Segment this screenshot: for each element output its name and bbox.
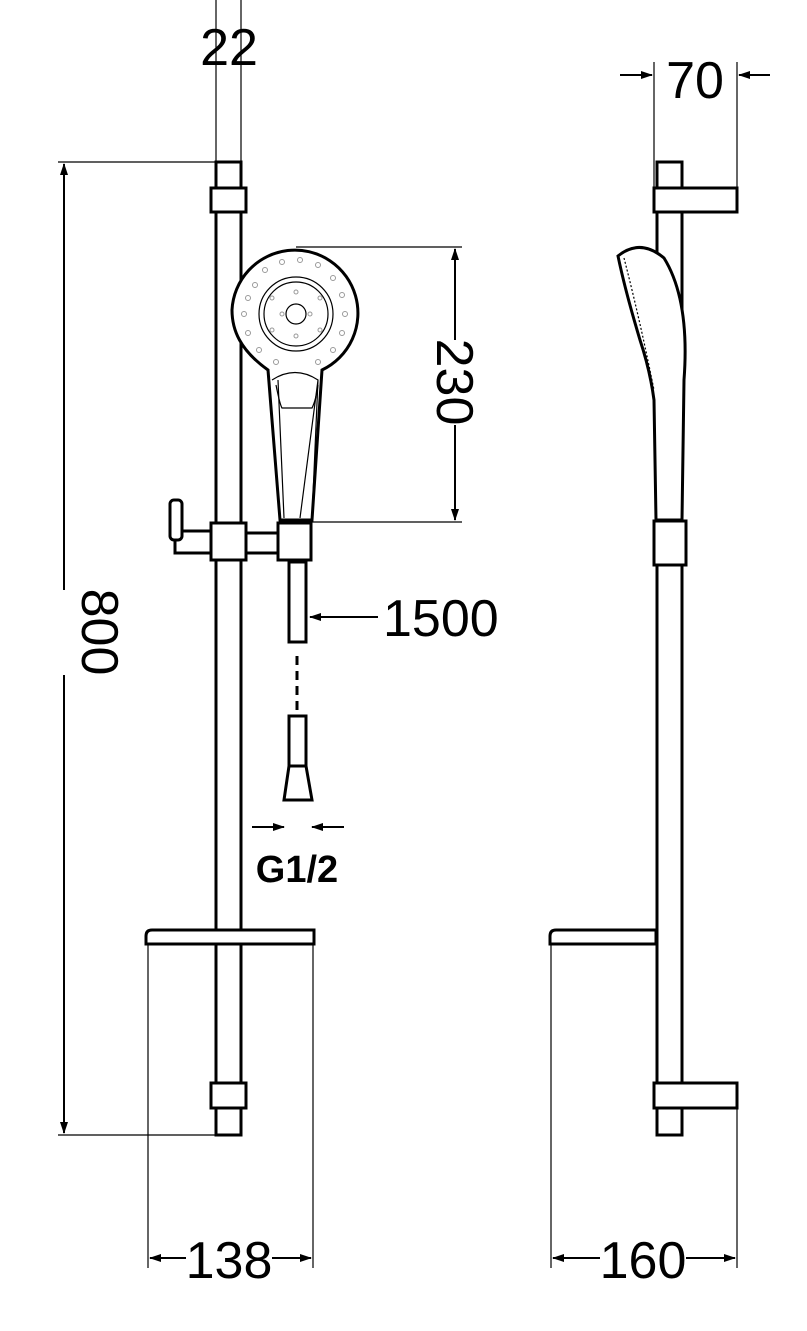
handshower-holder bbox=[276, 521, 313, 562]
side-hand-shower bbox=[616, 246, 687, 522]
hand-shower bbox=[230, 248, 360, 522]
side-holder bbox=[652, 519, 688, 567]
side-top-bracket bbox=[652, 186, 739, 214]
slider-lever bbox=[168, 498, 184, 542]
dim-rail-height: 800 bbox=[70, 589, 128, 676]
hose-lower bbox=[287, 714, 308, 768]
dim-rail-width: 22 bbox=[200, 19, 258, 77]
thread-label: G1/2 bbox=[256, 849, 338, 891]
soap-shelf bbox=[144, 928, 316, 946]
side-dimensions: 70 160 bbox=[550, 52, 770, 1290]
dim-hose-length: 1500 bbox=[383, 590, 499, 648]
hose-nut bbox=[282, 764, 314, 802]
dim-depth: 70 bbox=[666, 52, 724, 110]
spray-nozzles bbox=[241, 257, 348, 365]
front-view bbox=[144, 160, 360, 1137]
slider-body bbox=[209, 521, 248, 562]
dim-head-length: 230 bbox=[425, 339, 483, 426]
dim-total-depth: 160 bbox=[600, 1232, 687, 1290]
side-view bbox=[548, 160, 739, 1137]
slider-arm bbox=[244, 531, 282, 555]
dim-shelf-width: 138 bbox=[186, 1232, 273, 1290]
side-shelf bbox=[548, 928, 658, 946]
top-wall-bracket bbox=[209, 186, 248, 214]
bottom-wall-bracket bbox=[209, 1081, 248, 1110]
hose-upper bbox=[287, 560, 308, 644]
side-bottom-bracket bbox=[652, 1081, 739, 1110]
front-dimensions: 22 800 230 1500 G1/2 138 bbox=[58, 0, 499, 1290]
